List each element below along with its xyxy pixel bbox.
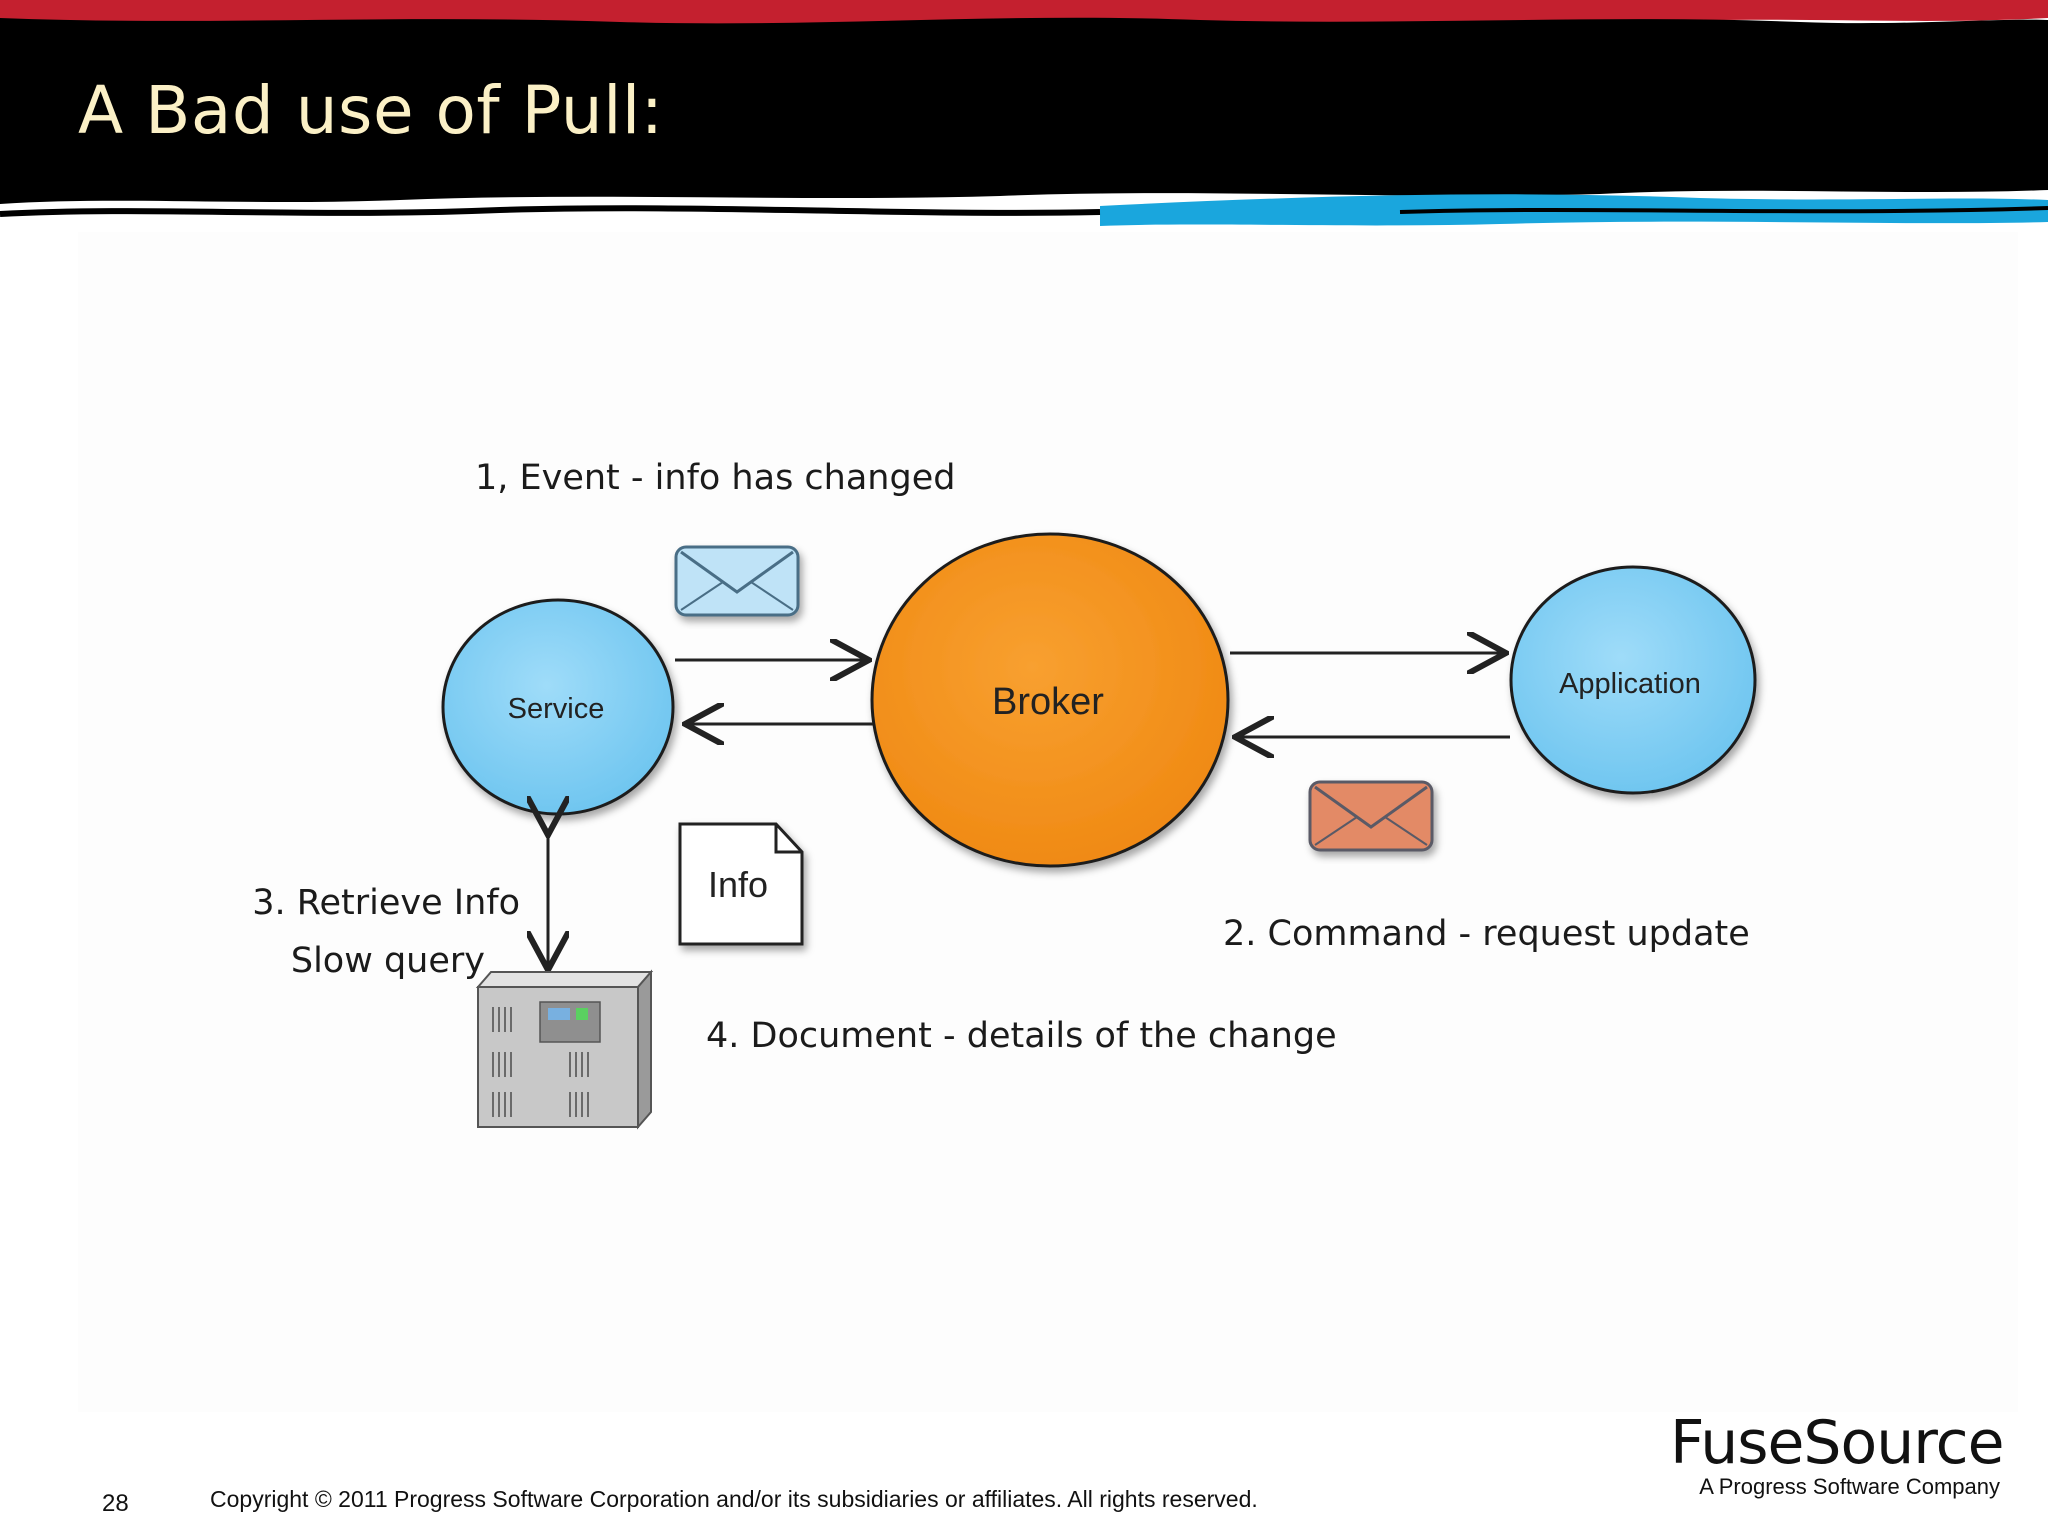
- logo-tagline: A Progress Software Company: [1699, 1474, 2000, 1499]
- copyright-notice: Copyright © 2011 Progress Software Corpo…: [210, 1486, 1258, 1512]
- envelope-icon: [1308, 780, 1434, 852]
- service-label: Service: [508, 693, 605, 725]
- database-server-icon: [475, 969, 654, 1130]
- page-number: 28: [102, 1490, 129, 1517]
- header-banner: [0, 0, 2048, 226]
- caption-step3-line1: 3. Retrieve Info: [252, 883, 520, 923]
- diagram-area: Service Broker Application: [78, 232, 2018, 1412]
- caption-step2: 2. Command - request update: [1223, 914, 1750, 954]
- slide-title: A Bad use of Pull:: [78, 72, 664, 149]
- application-node: Application: [1509, 565, 1757, 795]
- logo-name: FuseSource: [1670, 1408, 2005, 1478]
- caption-step4: 4. Document - details of the change: [706, 1016, 1337, 1056]
- pull-flow-diagram: Service Broker Application: [252, 458, 1757, 1130]
- broker-label: Broker: [992, 681, 1104, 723]
- document-label: Info: [708, 864, 768, 905]
- application-label: Application: [1559, 668, 1701, 700]
- slide-header: A Bad use of Pull:: [0, 0, 2048, 232]
- envelope-icon: [674, 545, 800, 617]
- caption-step3-line2: Slow query: [291, 941, 485, 981]
- broker-node: Broker: [870, 532, 1230, 868]
- caption-step1: 1, Event - info has changed: [475, 458, 955, 498]
- fusesource-logo: FuseSource A Progress Software Company: [1670, 1408, 2005, 1500]
- document-icon: Info: [678, 822, 804, 946]
- service-node: Service: [441, 598, 675, 816]
